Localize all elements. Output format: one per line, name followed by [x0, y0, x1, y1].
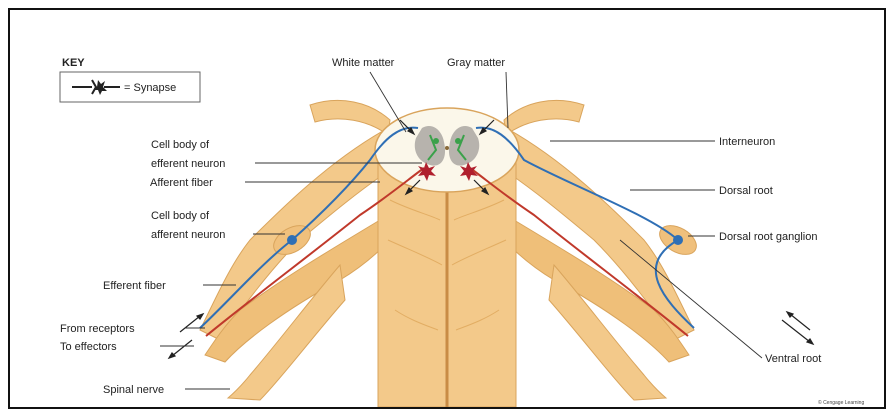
figure-frame: KEY = Synapse	[8, 8, 886, 409]
label-ventral-root: Ventral root	[765, 353, 821, 365]
label-white-matter: White matter	[332, 57, 395, 69]
label-to-effectors: To effectors	[60, 341, 117, 353]
label-cell-body-afferent-line1: Cell body of	[151, 210, 210, 222]
right-nerve-roots	[504, 100, 701, 400]
afferent-cell-body-right	[673, 235, 683, 245]
afferent-cell-body-left	[287, 235, 297, 245]
spinal-cord-reflex-diagram: KEY = Synapse	[10, 10, 884, 407]
label-from-receptors: From receptors	[60, 323, 135, 335]
key-title: KEY	[62, 57, 85, 69]
label-interneuron: Interneuron	[719, 136, 775, 148]
label-efferent-fiber: Efferent fiber	[103, 280, 166, 292]
label-gray-matter: Gray matter	[447, 57, 505, 69]
label-dorsal-root: Dorsal root	[719, 185, 773, 197]
label-afferent-fiber: Afferent fiber	[150, 177, 213, 189]
label-cell-body-efferent-line1: Cell body of	[151, 139, 210, 151]
spinal-cord-segment	[375, 108, 519, 407]
label-dorsal-root-ganglion: Dorsal root ganglion	[719, 231, 817, 243]
left-nerve-roots	[200, 100, 390, 400]
label-cell-body-afferent-line2: afferent neuron	[151, 229, 225, 241]
label-spinal-nerve: Spinal nerve	[103, 384, 164, 396]
synapse-key-label: = Synapse	[124, 82, 176, 94]
key-legend: KEY = Synapse	[60, 57, 200, 102]
label-cell-body-efferent-line2: efferent neuron	[151, 158, 225, 170]
credit-text: © Cengage Learning	[818, 399, 864, 406]
